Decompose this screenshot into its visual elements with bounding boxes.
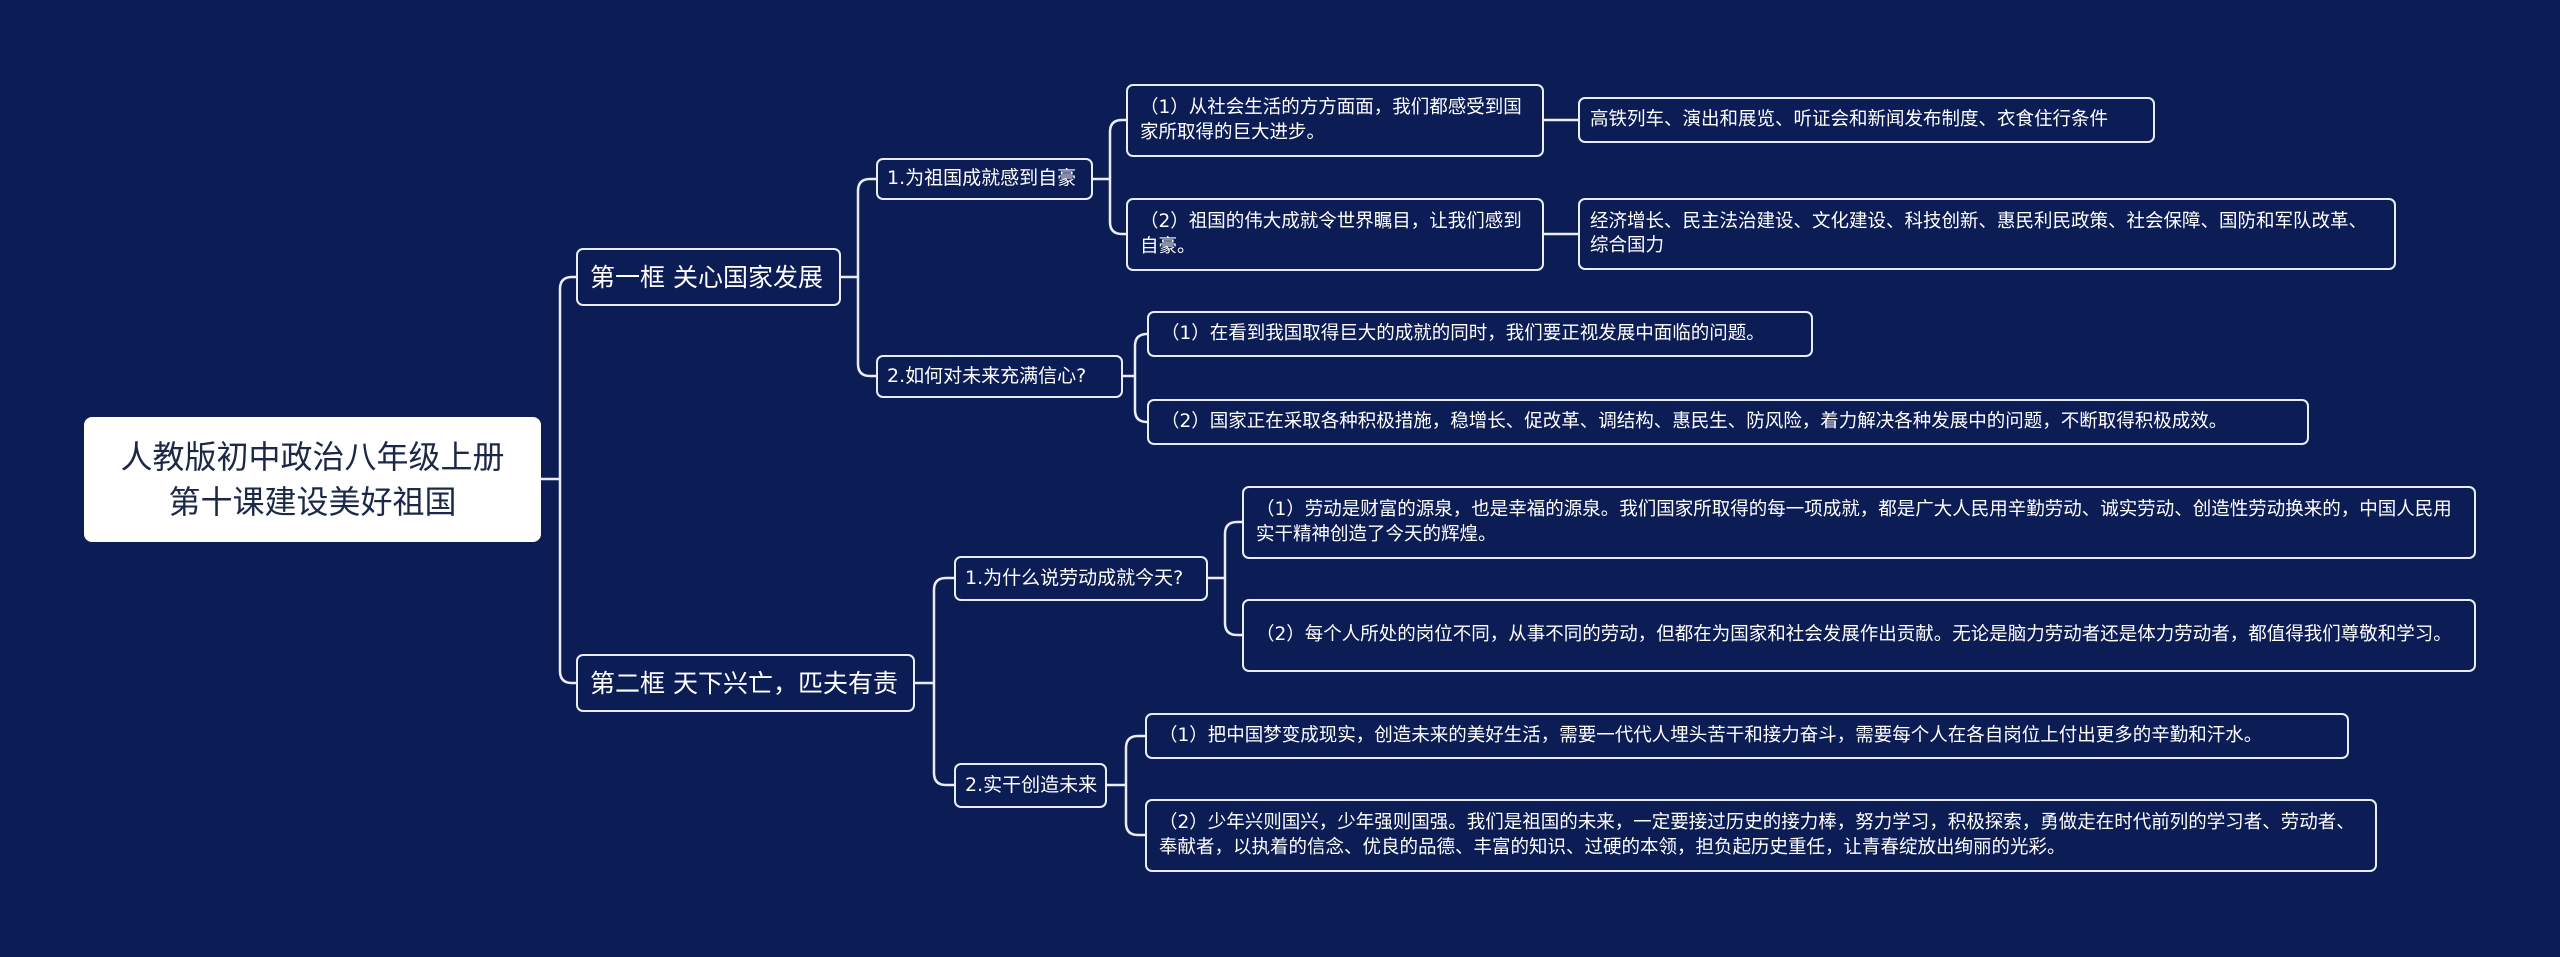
point-1-2-1-node[interactable]: （1）在看到我国取得巨大的成就的同时，我们要正视发展中面临的问题。	[1147, 311, 1813, 357]
topic-1-2-branch-connector-2	[1133, 376, 1148, 424]
topic-1-2-node[interactable]: 2.如何对未来充满信心?	[876, 355, 1123, 398]
topic-1-1-title: 1.为祖国成就感到自豪	[887, 167, 1077, 190]
point-2-2-1-text: （1）把中国梦变成现实，创造未来的美好生活，需要一代代人埋头苦干和接力奋斗，需要…	[1159, 724, 2263, 746]
point-1-1-1-node[interactable]: （1）从社会生活的方方面面，我们都感受到国家所取得的巨大进步。	[1126, 84, 1544, 157]
point-2-1-2-text: （2）每个人所处的岗位不同，从事不同的劳动，但都在为国家和社会发展作出贡献。无论…	[1256, 624, 2452, 646]
topic-2-1-branch-connector-2	[1223, 578, 1242, 637]
root-branch-connector-2	[558, 479, 576, 685]
topic-2-1-node[interactable]: 1.为什么说劳动成就今天?	[954, 556, 1208, 601]
topic-2-2-branch-connector-1	[1124, 734, 1145, 785]
root-node[interactable]: 人教版初中政治八年级上册 第十课建设美好祖国	[84, 417, 541, 542]
topic-2-2-branch-connector-2	[1124, 785, 1145, 837]
point-1-2-2-text: （2）国家正在采取各种积极措施，稳增长、促改革、调结构、惠民生、防风险，着力解决…	[1161, 410, 2228, 432]
root-title-line-1: 人教版初中政治八年级上册	[120, 437, 505, 476]
section-2-title: 第二框 天下兴亡，匹夫有责	[590, 668, 898, 698]
point-2-2-2-node[interactable]: （2）少年兴则国兴，少年强则国强。我们是祖国的未来，一定要接过历史的接力棒，努力…	[1145, 799, 2377, 872]
topic-1-1-branch-connector-2	[1108, 179, 1126, 236]
topic-2-1-branch-connector-1	[1223, 520, 1242, 578]
point-2-1-1-text: （1）劳动是财富的源泉，也是幸福的源泉。我们国家所取得的每一项成就，都是广大人民…	[1256, 499, 2452, 545]
topic-1-1-branch-connector-1	[1108, 118, 1126, 179]
point-2-1-2-node[interactable]: （2）每个人所处的岗位不同，从事不同的劳动，但都在为国家和社会发展作出贡献。无论…	[1242, 599, 2476, 672]
topic-1-2-branch-connector-1	[1133, 332, 1148, 376]
topic-2-2-title: 2.实干创造未来	[965, 773, 1098, 796]
point-1-2-2-node[interactable]: （2）国家正在采取各种积极措施，稳增长、促改革、调结构、惠民生、防风险，着力解决…	[1147, 399, 2309, 445]
topic-1-1-node[interactable]: 1.为祖国成就感到自豪	[876, 158, 1093, 200]
point-1-1-2-node[interactable]: （2）祖国的伟大成就令世界瞩目，让我们感到自豪。	[1126, 198, 1544, 271]
point-2-2-1-node[interactable]: （1）把中国梦变成现实，创造未来的美好生活，需要一代代人埋头苦干和接力奋斗，需要…	[1145, 713, 2349, 759]
point-1-1-1-text: （1）从社会生活的方方面面，我们都感受到国家所取得的巨大进步。	[1140, 97, 1522, 143]
section-2-node[interactable]: 第二框 天下兴亡，匹夫有责	[576, 654, 915, 712]
detail-1-1-2-node[interactable]: 经济增长、民主法治建设、文化建设、科技创新、惠民利民政策、社会保障、国防和军队改…	[1578, 198, 2396, 270]
point-1-2-1-text: （1）在看到我国取得巨大的成就的同时，我们要正视发展中面临的问题。	[1161, 322, 1765, 344]
detail-1-1-1-text: 高铁列车、演出和展览、听证会和新闻发布制度、衣食住行条件	[1590, 108, 2109, 130]
root-branch-connector-1	[558, 275, 576, 479]
point-2-2-2-text: （2）少年兴则国兴，少年强则国强。我们是祖国的未来，一定要接过历史的接力棒，努力…	[1159, 812, 2355, 858]
root-title-line-2: 第十课建设美好祖国	[168, 482, 457, 521]
topic-2-2-node[interactable]: 2.实干创造未来	[954, 763, 1107, 808]
section-2-branch-connector-1	[932, 576, 954, 683]
section-1-title: 第一框 关心国家发展	[590, 262, 823, 292]
detail-1-1-2-text: 经济增长、民主法治建设、文化建设、科技创新、惠民利民政策、社会保障、国防和军队改…	[1590, 210, 2368, 256]
topic-1-2-title: 2.如何对未来充满信心?	[887, 364, 1087, 387]
point-2-1-1-node[interactable]: （1）劳动是财富的源泉，也是幸福的源泉。我们国家所取得的每一项成就，都是广大人民…	[1242, 486, 2476, 559]
point-1-1-2-text: （2）祖国的伟大成就令世界瞩目，让我们感到自豪。	[1140, 211, 1522, 257]
section-1-branch-connector-2	[856, 277, 876, 378]
section-1-branch-connector-1	[856, 177, 876, 277]
section-1-node[interactable]: 第一框 关心国家发展	[576, 248, 841, 306]
section-2-branch-connector-2	[932, 683, 954, 787]
detail-1-1-1-node[interactable]: 高铁列车、演出和展览、听证会和新闻发布制度、衣食住行条件	[1578, 97, 2155, 143]
topic-2-1-title: 1.为什么说劳动成就今天?	[965, 566, 1184, 589]
